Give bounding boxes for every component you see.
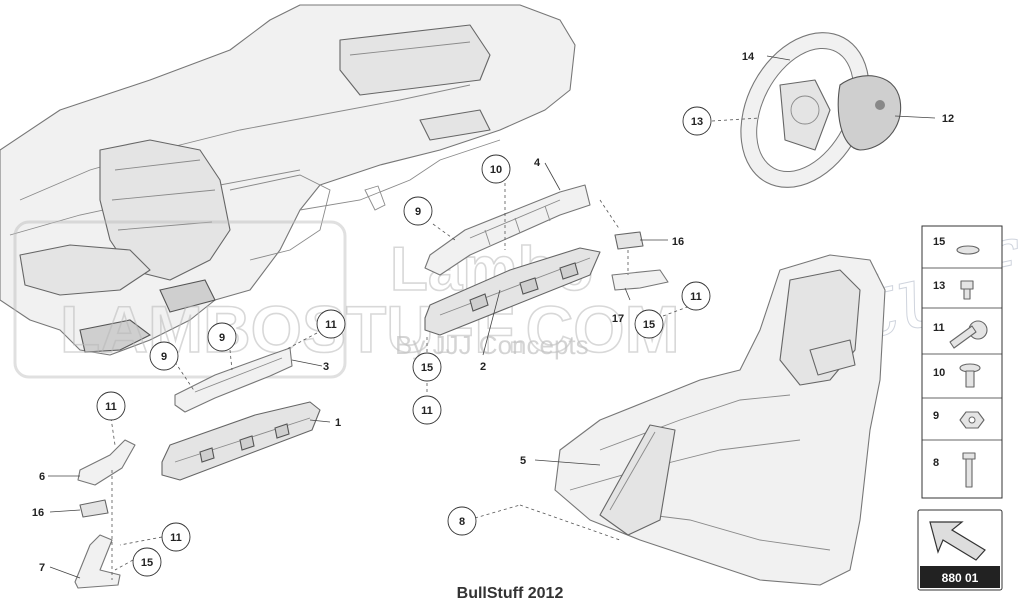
- clip-part-16-right: [614, 231, 644, 250]
- callout-11-top: 11: [325, 319, 337, 331]
- callout-4: 4: [534, 157, 541, 169]
- nut-icon: [959, 411, 985, 429]
- callout-2: 2: [480, 361, 486, 373]
- legend-item-15: 15: [933, 236, 945, 248]
- callout-10: 10: [490, 164, 502, 176]
- legend-item-13: 13: [933, 280, 945, 292]
- footer-text: BullStuff 2012: [457, 585, 564, 602]
- arrow-icon: [929, 521, 986, 561]
- screw-long-icon: [962, 452, 976, 488]
- bolt-washer-icon: [959, 363, 981, 388]
- callout-8: 8: [459, 516, 465, 528]
- dashboard-illustration: [0, 4, 576, 356]
- callout-14: 14: [742, 51, 755, 63]
- callout-11-left: 11: [105, 401, 117, 413]
- callout-15-left: 15: [141, 557, 153, 569]
- callout-11-center: 11: [421, 405, 433, 417]
- callout-9-lower: 9: [161, 351, 167, 363]
- steering-wheel-illustration: [740, 32, 902, 188]
- callout-7: 7: [39, 562, 45, 574]
- callout-16-right: 16: [672, 236, 684, 248]
- callout-15-center: 15: [421, 362, 433, 374]
- callout-9-upper: 9: [219, 332, 225, 344]
- callouts: 14 13 12 4 10 9 16 11 17 15 11 9 9 3 15 …: [32, 51, 954, 577]
- callout-17: 17: [612, 313, 624, 325]
- leader-lines: [48, 55, 936, 580]
- callout-12: 12: [942, 113, 954, 125]
- callout-5: 5: [520, 455, 526, 467]
- legend-item-8: 8: [933, 457, 939, 469]
- fastener-legend: 15 13 11 10 9 8: [921, 225, 1003, 499]
- bracket-part-6: [77, 439, 136, 486]
- legend-item-11: 11: [933, 322, 945, 334]
- callout-6: 6: [39, 471, 45, 483]
- bracket-part-17: [611, 269, 669, 291]
- bolt-flanged-icon: [949, 320, 988, 349]
- bracket-part-7: [74, 534, 121, 589]
- callout-11-bottom: 11: [170, 532, 182, 544]
- callout-11-right: 11: [690, 291, 702, 303]
- callout-9-center: 9: [415, 206, 421, 218]
- module-part-1: [161, 401, 321, 481]
- module-part-4: [424, 184, 591, 276]
- page-reference-label: 880 01: [942, 571, 979, 585]
- screw-small-icon: [960, 280, 974, 300]
- callout-3: 3: [323, 361, 329, 373]
- legend-item-9: 9: [933, 410, 939, 422]
- module-part-3: [174, 347, 293, 413]
- washer-icon: [956, 245, 980, 255]
- module-part-2: [424, 247, 601, 336]
- legend-item-10: 10: [933, 367, 945, 379]
- clip-part-16-left: [79, 499, 109, 518]
- seat-illustration: [554, 254, 886, 586]
- callout-1: 1: [335, 417, 341, 429]
- page-reference-box: 880 01: [917, 509, 1003, 591]
- callout-15-right: 15: [643, 319, 655, 331]
- callout-16-left: 16: [32, 507, 44, 519]
- callout-13: 13: [691, 116, 703, 128]
